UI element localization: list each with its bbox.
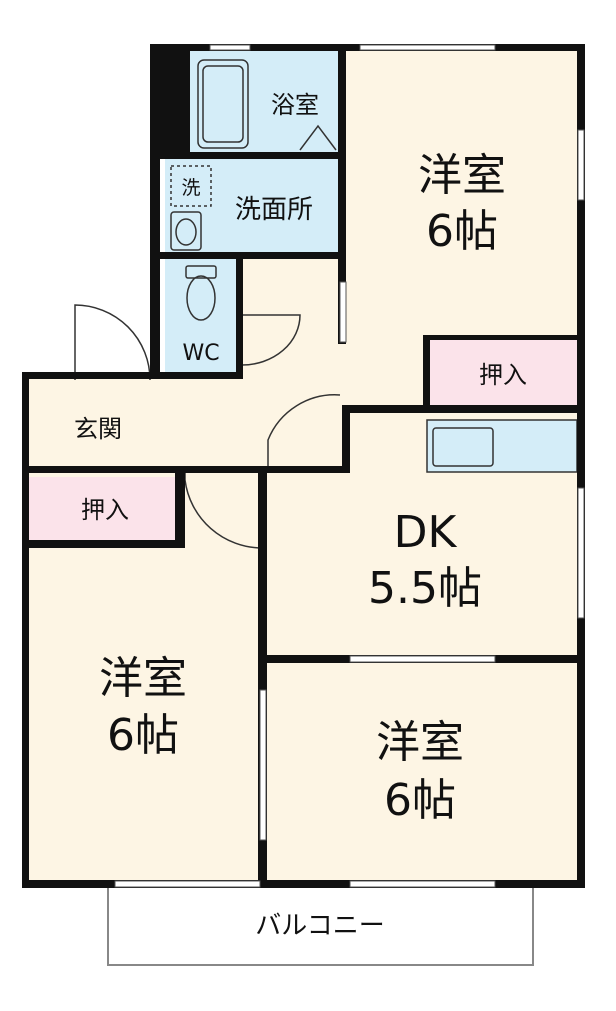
washroom-label: 洗面所 bbox=[235, 195, 313, 225]
washer-pan-icon bbox=[170, 165, 212, 207]
toilet-bowl-icon bbox=[186, 275, 216, 321]
toilet-door-swing-icon bbox=[241, 314, 301, 366]
dk-name: DK bbox=[394, 507, 458, 558]
toilet-tank-icon bbox=[185, 265, 217, 279]
fixtures bbox=[170, 59, 578, 473]
door-swings bbox=[74, 304, 341, 549]
se-room-floor bbox=[265, 660, 580, 881]
east-closet-floor bbox=[427, 338, 580, 410]
toilet-label: WC bbox=[182, 341, 219, 366]
kitchen-sink-icon bbox=[432, 427, 494, 467]
sw-room-name: 洋室 bbox=[99, 653, 187, 704]
bathtub-icon bbox=[197, 59, 249, 149]
windows bbox=[114, 44, 585, 888]
sw-room-size: 6帖 bbox=[107, 710, 179, 761]
bath-label: 浴室 bbox=[271, 91, 319, 119]
entrance-label: 玄関 bbox=[74, 415, 122, 443]
se-room-size: 6帖 bbox=[384, 775, 456, 826]
dk-size: 5.5帖 bbox=[368, 563, 482, 614]
washbasin-icon bbox=[170, 211, 202, 251]
washer-mark: 洗 bbox=[181, 177, 200, 199]
east-closet-label: 押入 bbox=[479, 361, 527, 389]
west-closet-label: 押入 bbox=[81, 496, 129, 524]
ne-room-size: 6帖 bbox=[426, 206, 498, 257]
entrance-door-swing-icon bbox=[74, 304, 151, 381]
washbasin-bowl-icon bbox=[175, 218, 197, 246]
ne-room-name: 洋室 bbox=[418, 150, 506, 201]
west-closet-floor bbox=[28, 477, 180, 544]
sw-room-door-swing-icon bbox=[184, 470, 263, 549]
balcony-area bbox=[107, 879, 534, 966]
bath-triangle-icon bbox=[299, 124, 337, 151]
balcony-label: バルコニー bbox=[255, 911, 384, 941]
bathtub-inner-icon bbox=[202, 65, 244, 143]
se-room-name: 洋室 bbox=[376, 717, 464, 768]
dk-door-swing-icon bbox=[267, 394, 341, 466]
